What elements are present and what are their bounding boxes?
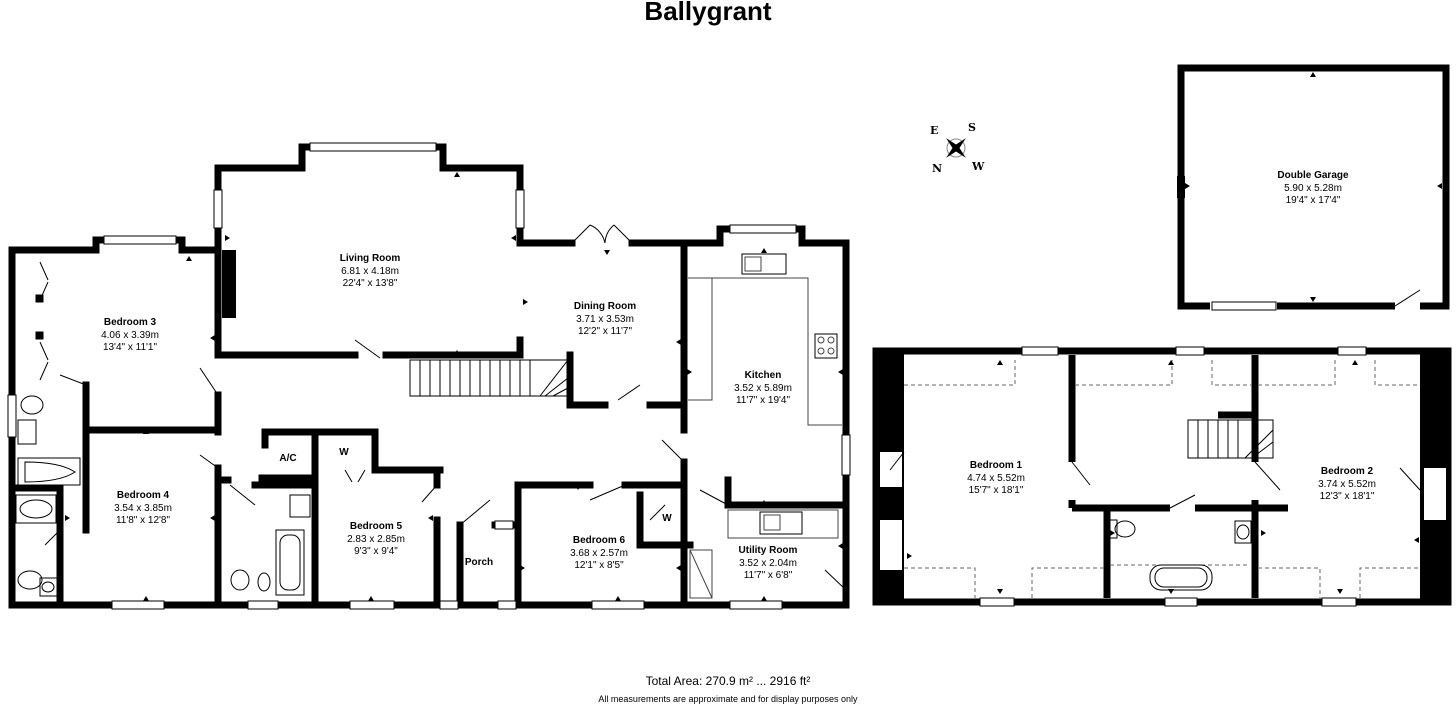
- bedroom-6-metric: 3.68 x 2.57m: [570, 548, 628, 559]
- garage-metric: 5.90 x 5.28m: [1284, 183, 1342, 194]
- wall-arrows: [65, 172, 843, 601]
- bedroom-5-imperial: 9'3" x 9'4": [354, 546, 398, 557]
- bedroom-1-name: Bedroom 1: [970, 460, 1023, 471]
- chimney: [222, 250, 236, 318]
- garage-name: Double Garage: [1277, 170, 1349, 181]
- living-room-name: Living Room: [340, 253, 401, 264]
- compass-rose: E S N W: [930, 121, 985, 175]
- compass-s: S: [968, 121, 976, 134]
- bedroom-2-name: Bedroom 2: [1321, 466, 1374, 477]
- kitchen-name: Kitchen: [745, 370, 782, 381]
- bedroom-2-imperial: 12'3" x 18'1": [1320, 491, 1375, 502]
- dining-room-metric: 3.71 x 3.53m: [576, 314, 634, 325]
- porch-name: Porch: [465, 557, 493, 568]
- total-area: Total Area: 270.9 m² ... 2916 ft²: [645, 674, 811, 688]
- disclaimer: All measurements are approximate and for…: [598, 694, 858, 704]
- bedroom-3-name: Bedroom 3: [104, 317, 157, 328]
- utility-room-metric: 3.52 x 2.04m: [739, 558, 797, 569]
- windows: [7, 142, 851, 610]
- bedroom-4-imperial: 11'8" x 12'8": [116, 515, 171, 526]
- garage-imperial: 19'4" x 17'4": [1286, 195, 1341, 206]
- bedroom-3-metric: 4.06 x 3.39m: [101, 330, 159, 341]
- garage: Double Garage 5.90 x 5.28m 19'4" x 17'4": [1177, 64, 1450, 311]
- bedroom-4-name: Bedroom 4: [117, 490, 170, 501]
- wardrobe-label-1: W: [339, 447, 349, 458]
- ac-cupboard-label: A/C: [279, 453, 296, 464]
- compass-w: W: [971, 160, 985, 173]
- wardrobe-bedroom-3: [35, 261, 49, 381]
- living-room-imperial: 22'4" x 13'8": [343, 278, 398, 289]
- bedroom-1-metric: 4.74 x 5.52m: [967, 473, 1025, 484]
- bedroom-1-imperial: 15'7" x 18'1": [969, 485, 1024, 496]
- bathroom-fixtures: [15, 395, 311, 597]
- upper-floor: Bedroom 1 4.74 x 5.52m 15'7" x 18'1" Bed…: [872, 346, 1452, 607]
- ground-floor-walls: [8, 143, 850, 609]
- kitchen-worktop: [688, 253, 842, 599]
- dining-room-imperial: 12'2" x 11'7": [578, 326, 633, 337]
- staircase: [409, 359, 569, 397]
- kitchen-imperial: 11'7" x 19'4": [736, 395, 791, 406]
- utility-room-imperial: 11'7" x 6'8": [744, 570, 793, 581]
- bedroom-5-metric: 2.83 x 2.85m: [347, 534, 405, 545]
- bedroom-6-imperial: 12'1" x 8'5": [574, 560, 624, 571]
- bedroom-5-name: Bedroom 5: [350, 521, 403, 532]
- bedroom-3-imperial: 13'4" x 11'1": [103, 342, 158, 353]
- living-room-metric: 6.81 x 4.18m: [341, 266, 399, 277]
- bedroom-4-metric: 3.54 x 3.85m: [114, 503, 172, 514]
- wardrobe-label-2: W: [662, 513, 672, 524]
- door-swings: [44, 224, 847, 591]
- bedroom-2-metric: 3.74 x 5.52m: [1318, 479, 1376, 490]
- ground-floor-labels: Living Room 6.81 x 4.18m 22'4" x 13'8" D…: [101, 253, 797, 581]
- compass-n: N: [932, 162, 942, 175]
- plan-title: Ballygrant: [644, 0, 772, 26]
- bedroom-6-name: Bedroom 6: [573, 535, 626, 546]
- dining-room-name: Dining Room: [574, 301, 636, 312]
- kitchen-metric: 3.52 x 5.89m: [734, 383, 792, 394]
- utility-room-name: Utility Room: [739, 545, 798, 556]
- compass-e: E: [930, 124, 938, 137]
